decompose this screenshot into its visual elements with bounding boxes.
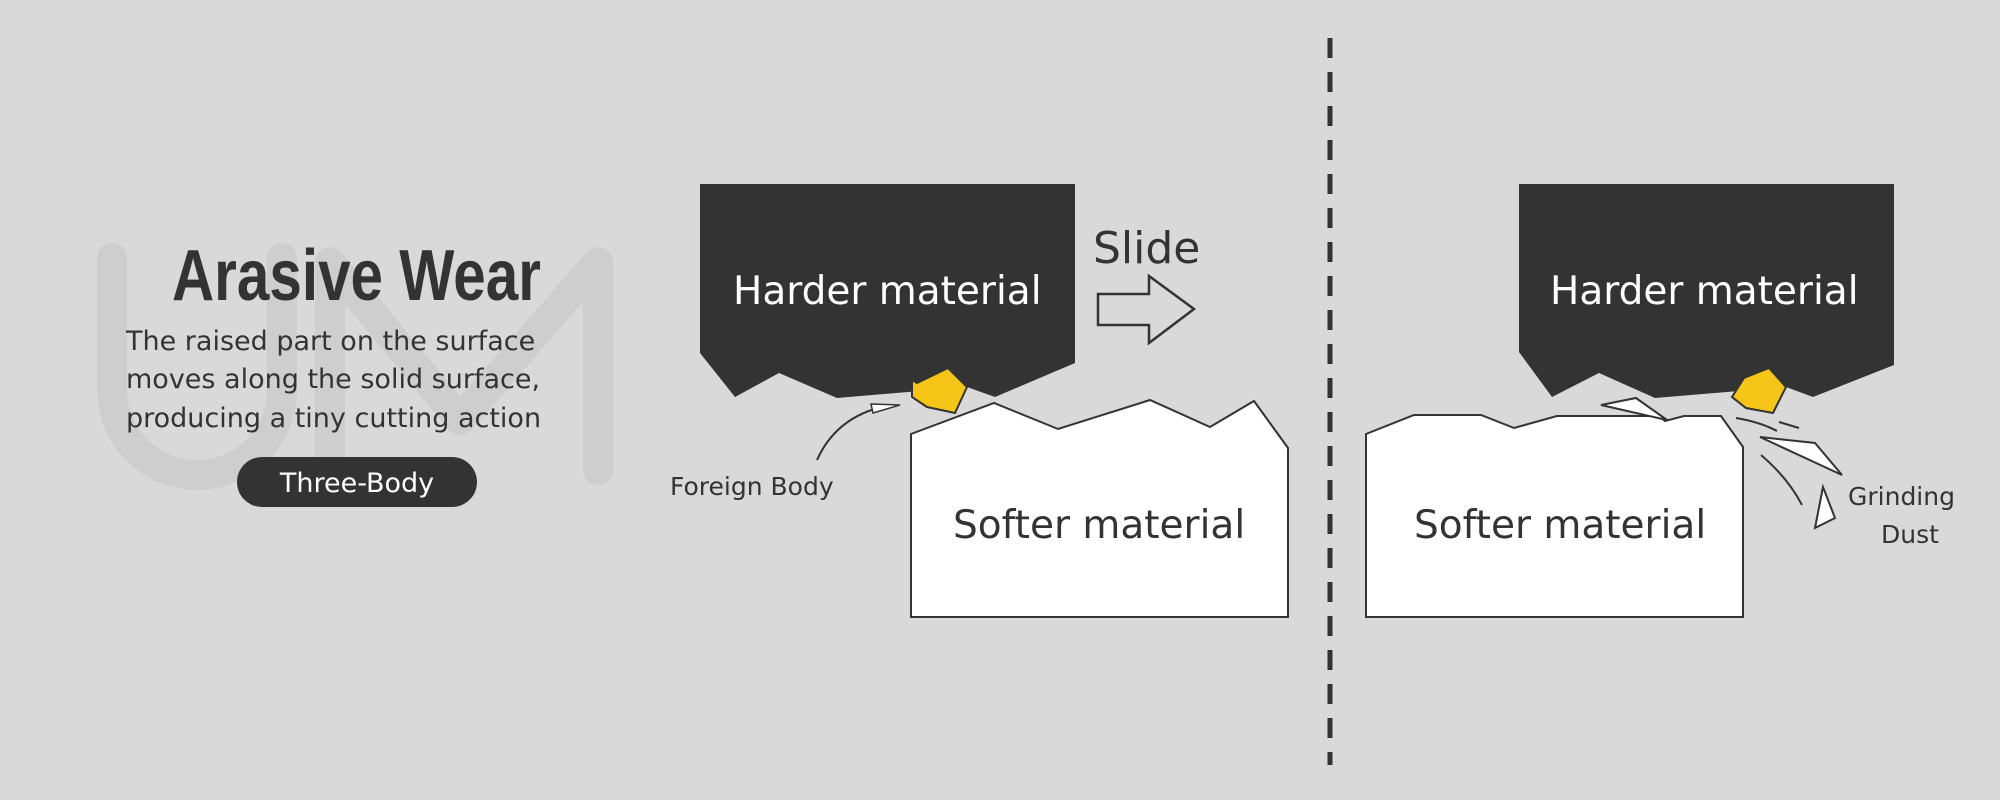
right-softer-label: Softer material <box>1414 503 1706 548</box>
left-harder-material: Harder material <box>700 184 1075 398</box>
grinding-dust-label-line-2: Dust <box>1881 520 1939 549</box>
foreign-body-label: Foreign Body <box>670 472 834 501</box>
grinding-dust-shards <box>1600 396 1843 530</box>
left-softer-label: Softer material <box>953 503 1245 548</box>
description-line-1: The raised part on the surface <box>125 326 535 357</box>
slide-arrow-icon <box>1096 273 1197 346</box>
foreign-body-particle <box>911 366 969 415</box>
right-foreign-body-particle <box>1730 366 1788 415</box>
left-harder-label: Harder material <box>733 269 1042 314</box>
grinding-dust-label-line-1: Grinding <box>1848 482 1955 511</box>
motion-lines-icon <box>1735 417 1803 506</box>
foreign-body-pointer-icon <box>816 403 901 461</box>
right-harder-material: Harder material <box>1519 184 1894 398</box>
slide-label: Slide <box>1093 223 1200 274</box>
right-softer-material: Softer material <box>1365 414 1744 618</box>
three-body-badge: Three-Body <box>237 457 477 507</box>
right-harder-label: Harder material <box>1550 269 1859 314</box>
description-line-2: moves along the solid surface, <box>126 364 540 395</box>
watermark-logo <box>97 243 613 490</box>
left-softer-material: Softer material <box>910 398 1289 618</box>
page-title: Arasive Wear <box>172 236 541 316</box>
description-line-3: producing a tiny cutting action <box>126 403 541 434</box>
badge-label: Three-Body <box>279 468 434 499</box>
